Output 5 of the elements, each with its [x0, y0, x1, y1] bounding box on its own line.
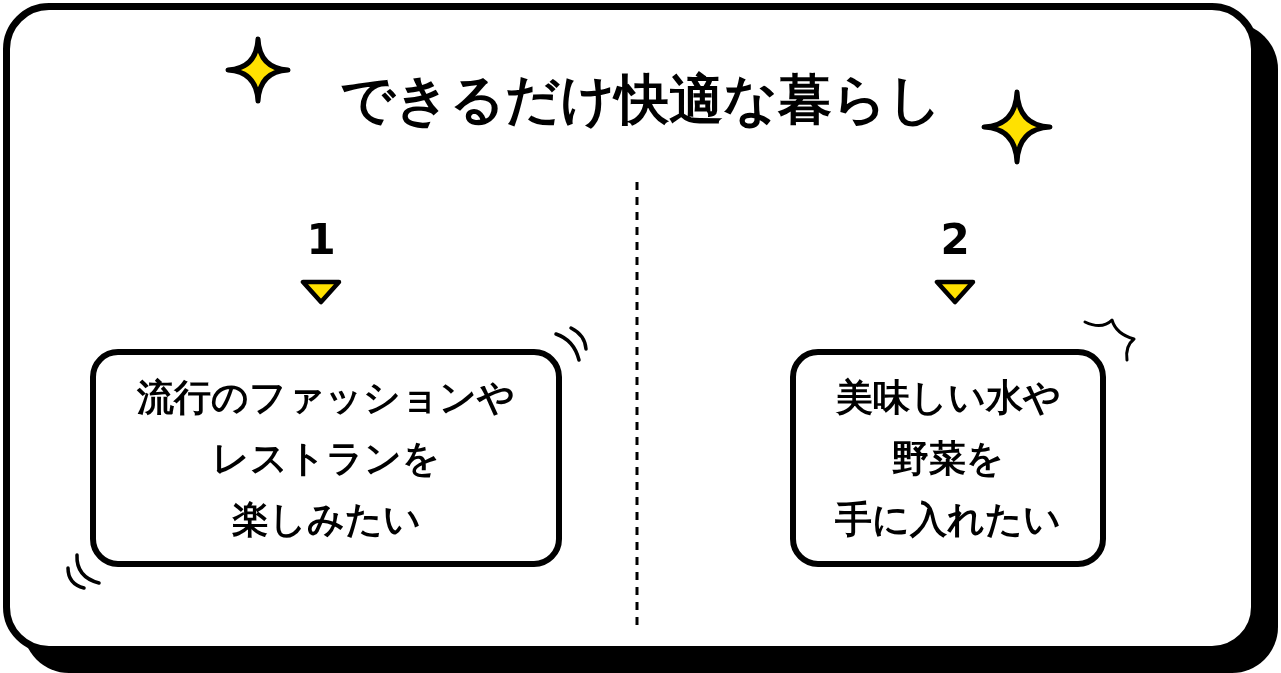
step-number: 2 [939, 219, 971, 261]
step-number: 1 [305, 219, 337, 261]
title: できるだけ快適な暮らし [338, 68, 943, 132]
item-text: 美味しい水や野菜を手に入れたい [835, 374, 1061, 543]
item-text: 流行のファッションやレストランを楽しみたい [137, 374, 515, 543]
